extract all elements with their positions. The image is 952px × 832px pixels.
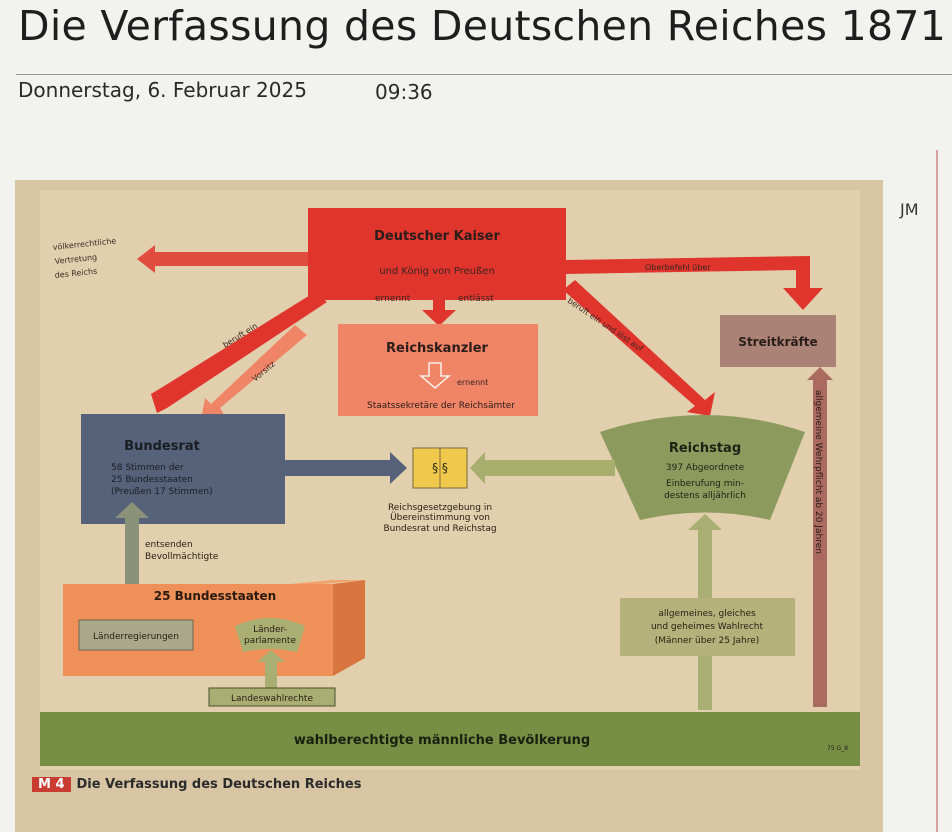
law-symbol: § § [432, 461, 448, 475]
bevoelkerung-label: wahlberechtigte männliche Bevölkerung [294, 733, 590, 748]
laenderregierungen-box [78, 619, 194, 651]
reichskanzler-box [338, 324, 538, 416]
page-title: Die Verfassung des Deutschen Reiches 187… [18, 2, 947, 50]
page-margin-line [936, 150, 938, 832]
bundesrat-line-2: 25 Bundesstaaten [111, 475, 193, 485]
landeswahlrechte-box [208, 687, 336, 707]
streitkraefte-label: Streitkräfte [738, 335, 817, 349]
wahlrecht-box [620, 598, 795, 656]
constitution-diagram: Deutscher Kaiser und König von Preußen v… [15, 180, 883, 832]
caption-tag: M 4 [32, 777, 71, 792]
kaiser-box [308, 208, 566, 300]
landeswahlrechte-arrow [257, 650, 285, 690]
beruft-ein-bundesrat-arrow [151, 292, 327, 413]
kaiser-title: Deutscher Kaiser [374, 229, 500, 244]
bundesrat-title: Bundesrat [124, 439, 200, 454]
bundesrat-line-3: (Preußen 17 Stimmen) [111, 487, 213, 497]
diagram-code: 75 G_8 [827, 745, 848, 752]
vertretung-label-2: Vertretung [54, 253, 97, 266]
reichstag-line-3: destens alljährlich [664, 491, 746, 501]
oberbefehl-arrow [566, 256, 823, 310]
entsenden-label-1: entsenden [145, 540, 193, 550]
vertretung-arrow [137, 245, 308, 273]
entlaesst-label: entlässt [458, 294, 494, 304]
bundesstaaten-label: 25 Bundesstaaten [154, 589, 276, 603]
gesetzgebung-line-1: Reichsgesetzgebung in [388, 503, 492, 513]
initials-handwriting: JM [900, 200, 919, 219]
vorsitz-arrow [201, 325, 307, 420]
bevoelkerung-bar [40, 712, 860, 766]
diagram-caption: M 4 Die Verfassung des Deutschen Reiches [32, 777, 362, 792]
reichstag-law-arrow [470, 452, 615, 484]
wehrpflicht-arrowhead [807, 367, 833, 380]
reichskanzler-title: Reichskanzler [386, 341, 488, 356]
laenderparlamente-label-2: parlamente [244, 636, 296, 646]
streitkraefte-box [720, 315, 836, 367]
title-divider [16, 74, 952, 75]
bundesrat-law-arrow [285, 452, 407, 484]
bundesrat-line-1: 58 Stimmen der [111, 463, 184, 473]
reichskanzler-ernennt-arrow [418, 362, 452, 389]
diagram-photo: Deutscher Kaiser und König von Preußen v… [15, 180, 883, 832]
page-date: Donnerstag, 6. Februar 2025 [18, 78, 307, 102]
vertretung-label-3: des Reichs [54, 267, 97, 280]
laenderregierungen-label: Länderregierungen [93, 632, 179, 642]
ernennt-label: ernennt [375, 294, 411, 304]
staatssekretaere-label: Staatssekretäre der Reichsämter [367, 401, 515, 411]
beruft-aufloest-arrow [563, 280, 715, 416]
landeswahlrechte-label: Landeswahlrechte [231, 694, 313, 704]
reichstag-line-2: Einberufung min- [666, 479, 744, 489]
gesetzgebung-line-3: Bundesrat und Reichstag [383, 524, 496, 534]
caption-text: Die Verfassung des Deutschen Reiches [76, 777, 362, 792]
wehrpflicht-bar [813, 380, 827, 707]
page-time: 09:36 [375, 80, 433, 104]
wehrpflicht-label: allgemeine Wehrpflicht ab 20 Jahren [813, 390, 823, 554]
reichstag-line-1: 397 Abgeordnete [666, 463, 745, 473]
kaiser-subtitle: und König von Preußen [379, 266, 495, 277]
wahlrecht-line-3: (Männer über 25 Jahre) [655, 636, 760, 646]
bevollmaechtigte-arrow [115, 502, 149, 620]
wahlrecht-line-1: allgemeines, gleiches [658, 609, 756, 619]
bundesstaaten-side [333, 580, 365, 676]
oberbefehl-label: Oberbefehl über [645, 263, 711, 272]
laenderparlamente-shape [235, 618, 305, 652]
reichstag-title: Reichstag [669, 441, 741, 456]
wahlrecht-line-2: und geheimes Wahlrecht [651, 622, 764, 632]
gesetzgebung-line-2: Übereinstimmung von [390, 512, 490, 523]
bundesrat-box [81, 414, 285, 524]
reichstag-shape [600, 415, 805, 520]
entsenden-label-2: Bevollmächtigte [145, 552, 219, 562]
reichskanzler-ernennt-label: ernennt [457, 378, 488, 387]
ernennt-arrow [422, 298, 456, 326]
laenderparlamente-label-1: Länder- [253, 625, 287, 635]
